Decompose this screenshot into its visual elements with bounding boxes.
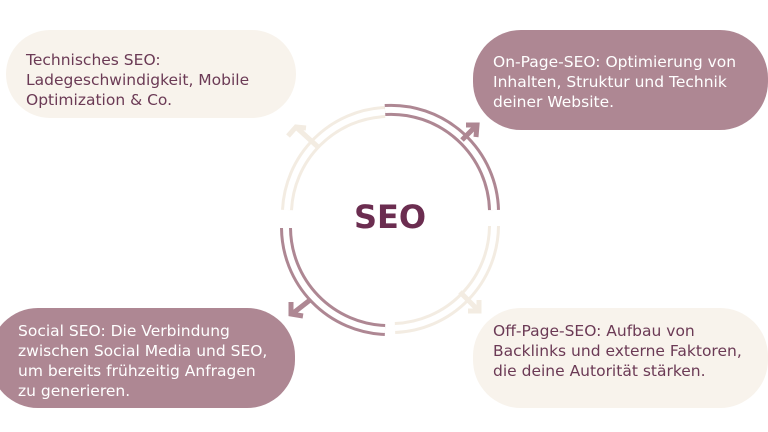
- arrow-social: [280, 227, 386, 336]
- arrow-technical: [281, 106, 386, 211]
- arrow-offpage: [394, 225, 500, 334]
- box-social-seo: Social SEO: Die Verbindung zwischen Soci…: [0, 308, 295, 408]
- box-offpage-seo: Off-Page-SEO: Aufbau von Backlinks und e…: [473, 308, 768, 408]
- box-technical-seo: Technisches SEO: Ladegeschwindigkeit, Mo…: [6, 30, 296, 118]
- box-onpage-seo: On-Page-SEO: Optimierung von Inhalten, S…: [473, 30, 768, 130]
- arrow-onpage: [384, 103, 500, 211]
- center-title: SEO: [353, 198, 427, 236]
